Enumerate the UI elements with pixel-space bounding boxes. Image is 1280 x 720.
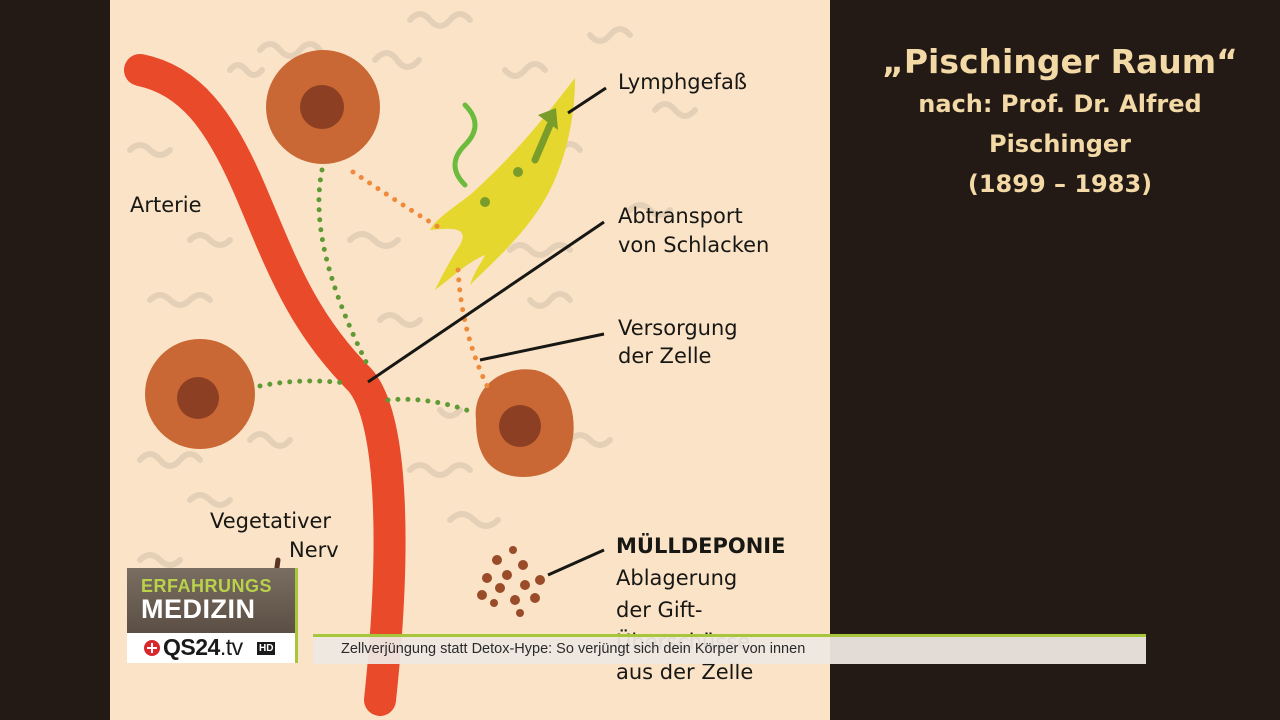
title-line-2: nach: Prof. Dr. Alfred [918,90,1202,118]
leader-lines [367,86,607,577]
removal-dots [350,169,491,391]
hd-badge: HD [257,642,276,655]
logo-top-block: ERFAHRUNGS MEDIZIN [127,568,298,633]
label-versorgung-2: der Zelle [618,344,712,368]
label-arterie: Arterie [130,193,202,217]
supply-dots [257,167,475,415]
pischinger-diagram [124,11,698,716]
logo-brand-name: QS24 [163,634,220,660]
title-line-3: Pischinger [988,130,1132,158]
logo-line-1: ERFAHRUNGS [141,576,273,596]
logo-brand-suffix: .tv [219,634,243,660]
label-muell-2: der Gift- [616,598,703,622]
cell-top [266,50,380,164]
label-abtransport-2: von Schlacken [618,233,770,257]
lymph-arrow [531,121,554,164]
logo-line-2: MEDIZIN [141,594,256,624]
label-lymphgefass: Lymphgefaß [618,70,748,94]
cell-right-nucleus [499,405,541,447]
title-heading: „Pischinger Raum“ [882,42,1238,81]
waste-deposit [477,546,545,617]
bacterium-icon [452,102,478,188]
artery [124,54,406,716]
label-nerv-2: Nerv [289,538,339,562]
ticker-text: Zellverjüngung statt Detox-Hype: So verj… [341,641,806,657]
lymph-vessel [430,78,575,290]
fiber-squiggles [127,11,698,568]
label-muelldeponie: MÜLLDEPONIE [616,534,786,558]
news-ticker: Zellverjüngung statt Detox-Hype: So verj… [313,634,1146,664]
title-line-4: (1899 – 1983) [967,170,1153,198]
label-abtransport-1: Abtransport [618,204,743,228]
cell-left [145,339,255,449]
title-block: „Pischinger Raum“ nach: Prof. Dr. Alfred… [880,40,1240,204]
label-nerv-1: Vegetativer [210,509,332,533]
medical-cross-icon [144,640,160,656]
label-muell-4: aus der Zelle [616,660,754,684]
label-muell-1: Ablagerung [616,566,738,590]
logo-bottom-block: QS24.tv HD [127,633,298,663]
label-versorgung-1: Versorgung [618,316,738,340]
channel-logo: ERFAHRUNGS MEDIZIN QS24.tv HD [127,568,298,664]
logo-brand: QS24.tv [163,634,243,661]
